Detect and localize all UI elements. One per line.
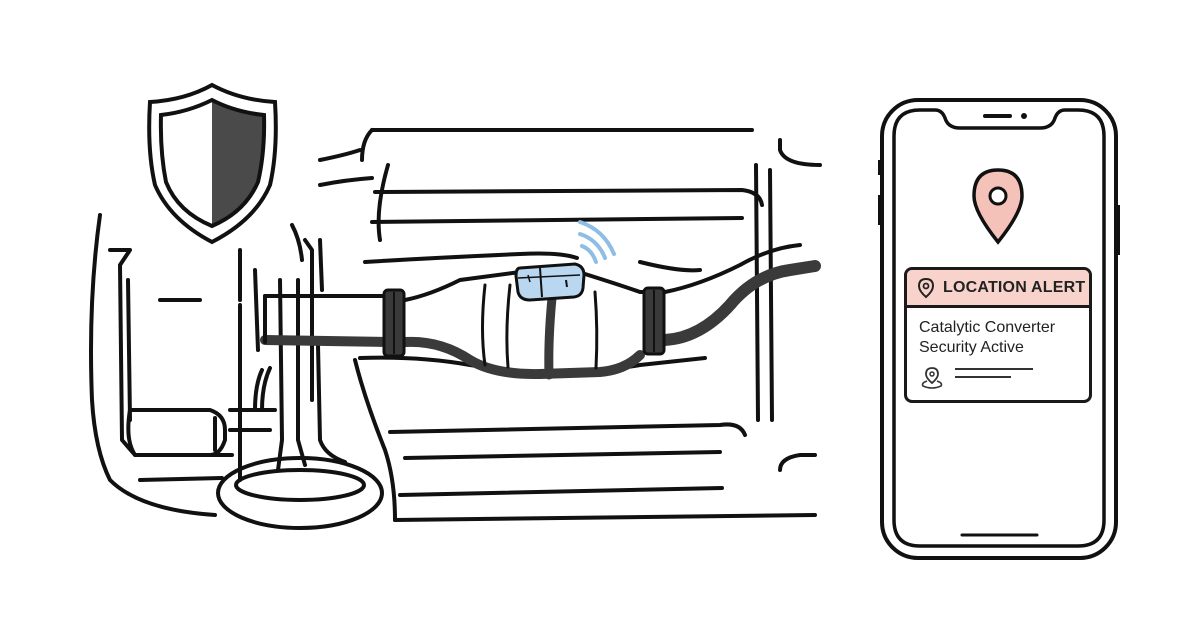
location-marker-icon: [921, 367, 943, 389]
location-pin-icon: [972, 168, 1024, 245]
pipe-clamps: [382, 286, 666, 380]
location-alert-notification[interactable]: LOCATION ALERT Catalytic Converter Secur…: [904, 267, 1092, 403]
tracker-device-icon: [514, 262, 586, 302]
exhaust-pipe: [260, 243, 821, 380]
placeholder-line: [955, 376, 1011, 378]
notification-header: LOCATION ALERT: [907, 270, 1089, 308]
placeholder-line: [955, 368, 1033, 370]
map-pin-icon: [917, 277, 935, 298]
car-side-panels: [89, 213, 314, 517]
shield-icon: [147, 82, 278, 245]
wheel-icon: [216, 456, 384, 530]
wireless-signal-icon: [578, 220, 616, 264]
notification-line-1: Catalytic Converter: [919, 319, 1056, 336]
suspension-strut: [253, 238, 347, 472]
notification-body: Catalytic Converter Security Active: [907, 308, 1089, 358]
notification-title: LOCATION ALERT: [943, 278, 1086, 296]
notification-footer: [919, 366, 1033, 390]
notification-line-2: Security Active: [919, 339, 1024, 356]
